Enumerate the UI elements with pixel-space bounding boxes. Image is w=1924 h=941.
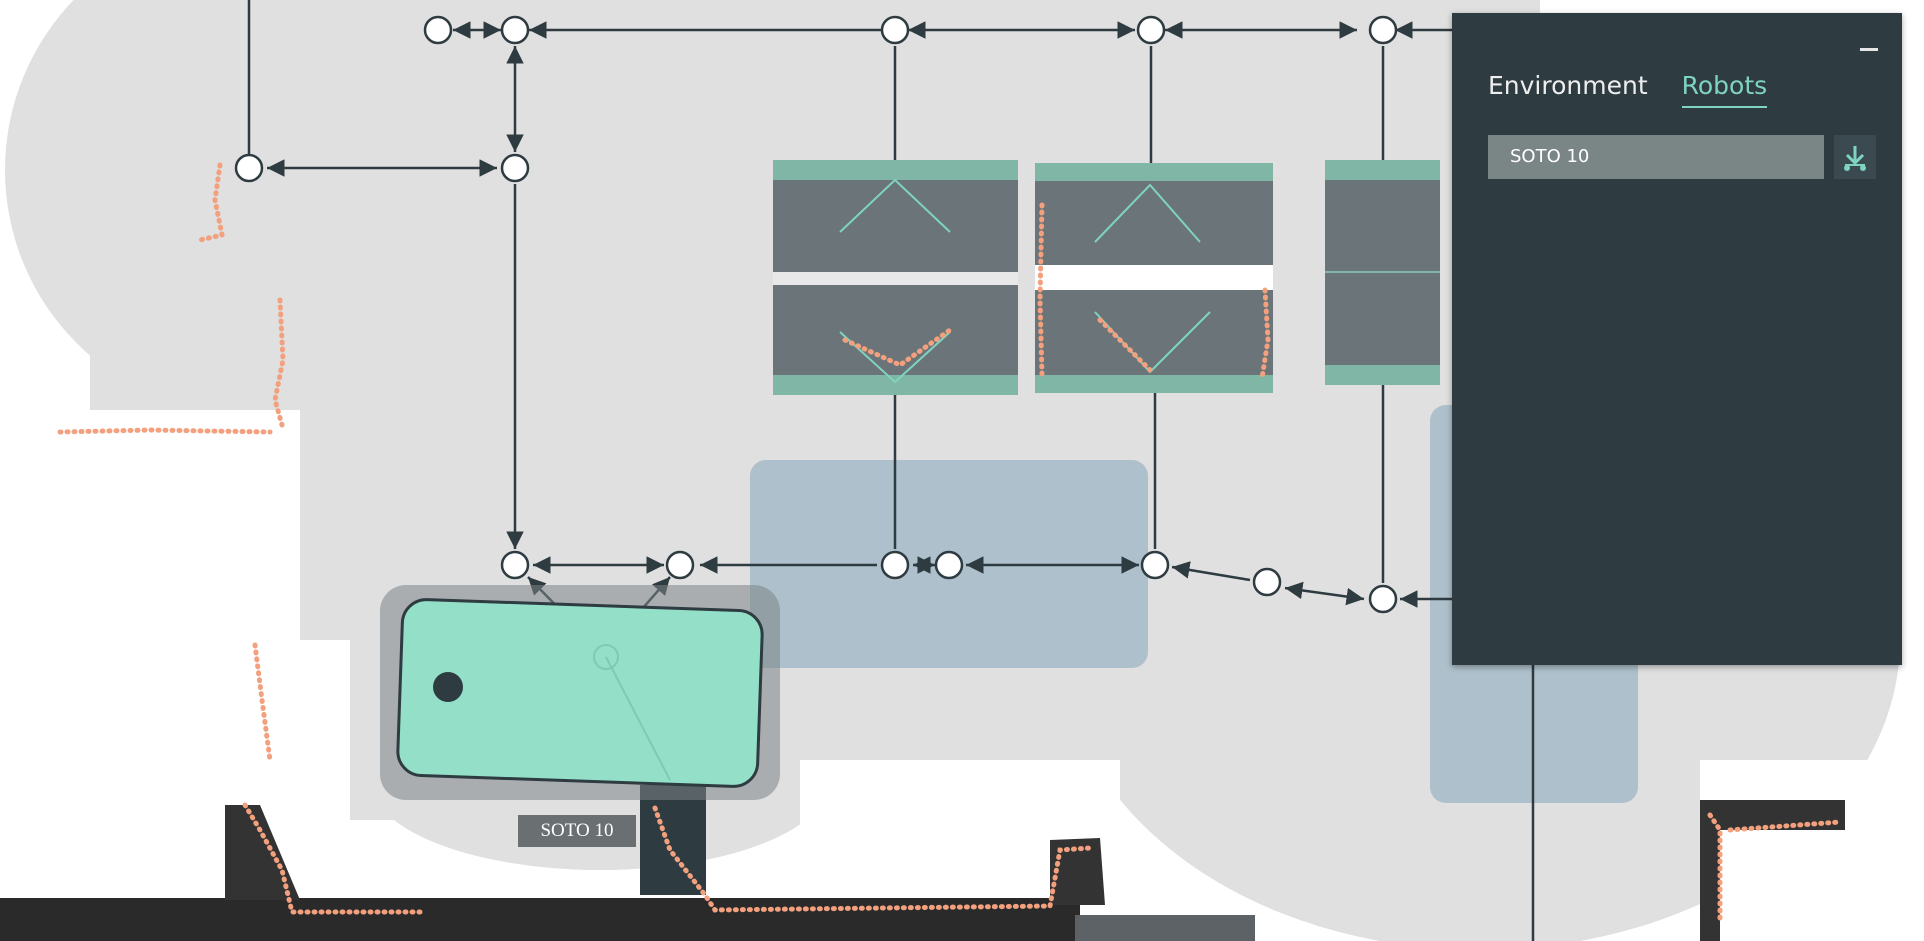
station[interactable] [773,160,1018,395]
graph-nodes[interactable] [234,15,1398,614]
station[interactable] [1325,160,1440,385]
robot-entry-soto-10[interactable]: SOTO 10 [1488,135,1824,179]
robots-panel: Environment Robots SOTO 10 [1452,13,1902,665]
robot-map-label: SOTO 10 [518,815,636,847]
locate-robot-button[interactable] [1834,135,1876,179]
station[interactable] [1035,163,1273,393]
tab-environment[interactable]: Environment [1488,71,1648,100]
obstacles [0,785,1845,941]
tab-robots[interactable]: Robots [1681,71,1768,108]
panel-tabs: Environment Robots [1488,71,1768,108]
locate-robot-icon [1844,146,1866,171]
robot[interactable] [380,585,780,800]
robot-list-item: SOTO 10 [1488,135,1876,179]
laser-points [57,162,1843,923]
minimize-icon[interactable] [1858,33,1880,55]
